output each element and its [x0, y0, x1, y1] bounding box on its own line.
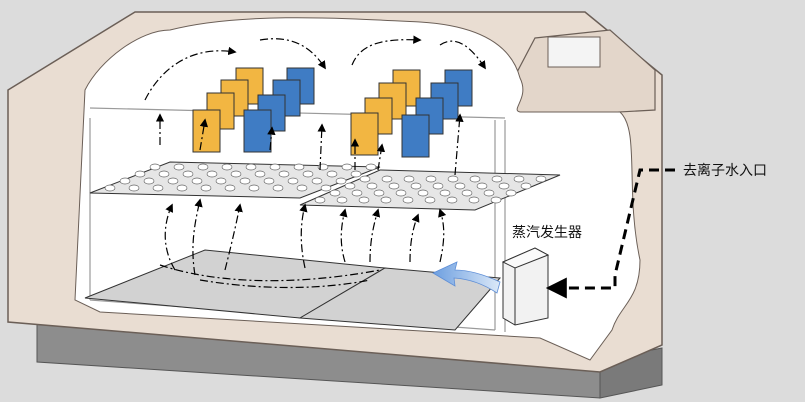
rack-hole	[374, 190, 384, 196]
rack-hole	[359, 197, 369, 203]
rack-hole	[177, 185, 187, 191]
rack-hole	[327, 171, 337, 177]
rack-hole	[491, 197, 501, 203]
rack-hole	[337, 197, 347, 203]
rack-hole	[345, 183, 355, 189]
steam-generator-label: 蒸汽发生器	[512, 225, 582, 241]
rack-hole	[411, 183, 421, 189]
rack-hole	[382, 176, 392, 182]
rack-hole	[418, 190, 428, 196]
rack-hole	[201, 185, 211, 191]
rack-hole	[225, 185, 235, 191]
rack-hole	[135, 171, 145, 177]
rack-hole	[425, 197, 435, 203]
rack-hole	[330, 190, 340, 196]
rack-hole	[506, 190, 516, 196]
rack-hole	[351, 171, 361, 177]
rack-hole	[168, 178, 178, 184]
rack-hole	[174, 164, 184, 170]
rack-hole	[433, 183, 443, 189]
rack-hole	[303, 171, 313, 177]
rack-hole	[159, 171, 169, 177]
rack-hole	[492, 176, 502, 182]
rack-hole	[216, 178, 226, 184]
rack-hole	[455, 183, 465, 189]
rack-hole	[389, 183, 399, 189]
rack-hole	[255, 171, 265, 177]
rack-hole	[536, 176, 546, 182]
control-panel-screen	[548, 37, 600, 67]
rack-hole	[499, 183, 509, 189]
rack-hole	[246, 164, 256, 170]
rack-hole	[153, 185, 163, 191]
rack-hole	[150, 164, 160, 170]
rack-hole	[312, 178, 322, 184]
rack-hole	[484, 190, 494, 196]
rack-hole	[342, 164, 352, 170]
rack-hole	[129, 185, 139, 191]
rack-hole	[222, 164, 232, 170]
rack-hole	[270, 164, 280, 170]
rack-hole	[315, 197, 325, 203]
rack-hole	[462, 190, 472, 196]
rack-hole	[336, 178, 346, 184]
rack-hole	[288, 178, 298, 184]
rack-hole	[192, 178, 202, 184]
rack-hole	[273, 185, 283, 191]
rack-hole	[514, 176, 524, 182]
rack-hole	[198, 164, 208, 170]
rack-hole	[381, 197, 391, 203]
rack-hole	[360, 176, 370, 182]
rack-hole	[294, 164, 304, 170]
rack-hole	[120, 178, 130, 184]
rack-hole	[469, 197, 479, 203]
rack-hole	[249, 185, 259, 191]
steam-generator	[503, 248, 548, 325]
rack-hole	[521, 183, 531, 189]
rack-hole	[470, 176, 480, 182]
rack-hole	[240, 178, 250, 184]
rack-hole	[183, 171, 193, 177]
water-inlet-label: 去离子水入口	[683, 162, 767, 179]
rack-hole	[144, 178, 154, 184]
rack-hole	[403, 197, 413, 203]
rack-hole	[352, 190, 362, 196]
rack-hole	[297, 185, 307, 191]
rack-hole	[321, 185, 331, 191]
rack-hole	[440, 190, 450, 196]
rack-hole	[477, 183, 487, 189]
rack-hole	[404, 176, 414, 182]
rack-hole	[396, 190, 406, 196]
rack-hole	[366, 164, 376, 170]
rack-hole	[447, 197, 457, 203]
rack-hole	[279, 171, 289, 177]
rack-hole	[264, 178, 274, 184]
rack-hole	[231, 171, 241, 177]
rack-hole	[105, 185, 115, 191]
rack-hole	[448, 176, 458, 182]
rack-hole	[367, 183, 377, 189]
rack-hole	[426, 176, 436, 182]
rack-hole	[207, 171, 217, 177]
